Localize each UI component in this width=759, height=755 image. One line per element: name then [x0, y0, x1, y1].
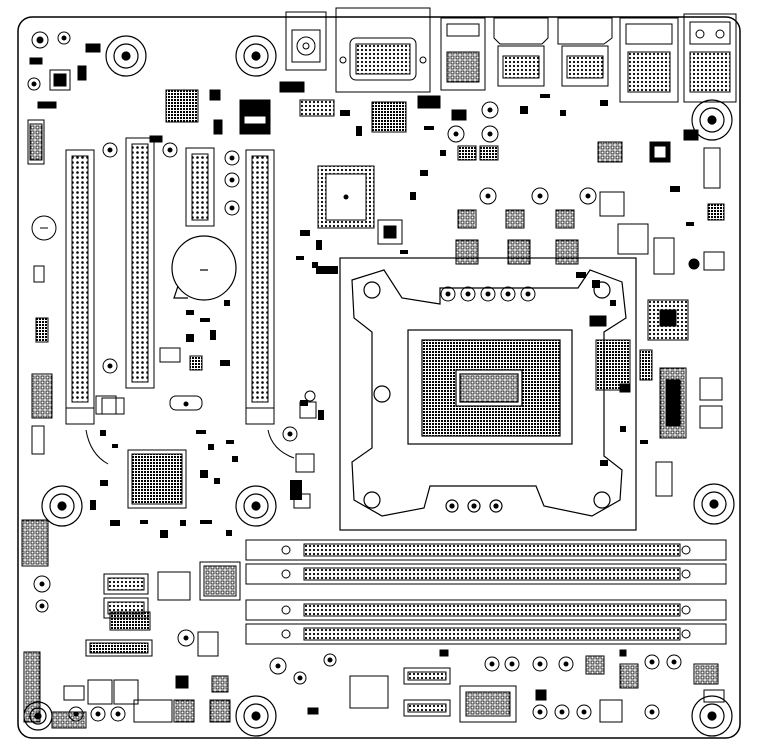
chip-cluster-top	[149, 81, 467, 143]
mounting-hole	[691, 99, 733, 141]
vga-port	[335, 7, 431, 93]
pcie-slot	[185, 147, 215, 227]
usb-stack-connector	[440, 17, 486, 91]
pcie-slot	[125, 137, 155, 389]
audio-jack-connector	[285, 11, 327, 71]
dimm-slot	[245, 563, 727, 585]
mounting-holes	[23, 35, 735, 737]
left-headers	[21, 215, 57, 723]
mounting-hole	[235, 695, 277, 737]
hdmi-port	[493, 17, 549, 87]
top-left-components	[27, 31, 101, 165]
chipset-bga	[101, 347, 203, 509]
pcie-slot	[245, 149, 275, 425]
pcie-slot	[65, 149, 117, 425]
mounting-hole	[235, 35, 277, 77]
misc-capacitors	[85, 390, 317, 509]
bottom-left-connectors	[51, 561, 241, 729]
coin-battery	[171, 235, 237, 301]
rear-io-panel	[285, 7, 737, 103]
dimm-slots	[245, 539, 727, 645]
dimm-slot	[245, 623, 727, 645]
lan-usb-stack-1	[619, 17, 679, 103]
displayport-connector	[557, 17, 613, 87]
right-side-components	[589, 299, 723, 497]
mounting-hole	[105, 35, 147, 77]
lan-usb-stack-2	[683, 13, 737, 103]
capacitor-row-top	[447, 101, 725, 271]
mounting-hole	[235, 485, 277, 527]
pcie-slots	[65, 137, 275, 425]
vrm-components	[440, 191, 700, 302]
dimm-slot	[245, 539, 727, 561]
pcb-outline	[17, 16, 741, 739]
cpu-socket	[339, 257, 637, 531]
mounting-hole	[691, 695, 733, 737]
bga-chip	[165, 89, 199, 123]
smd-components	[90, 94, 694, 538]
mounting-hole	[693, 483, 735, 525]
dimm-slot	[245, 599, 727, 621]
super-io-chip	[317, 165, 403, 245]
mounting-hole	[41, 485, 83, 527]
bottom-right-components	[269, 649, 725, 723]
